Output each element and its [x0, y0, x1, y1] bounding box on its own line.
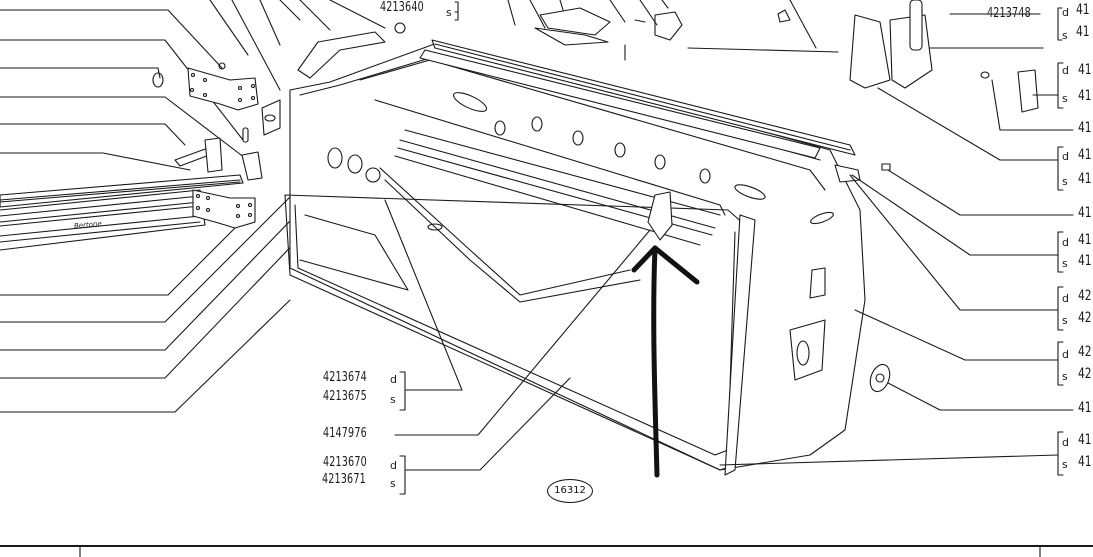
annotation-arrow	[634, 248, 697, 475]
part-label-truncated: 41	[1078, 147, 1092, 163]
part-label-4147976: 4147976	[323, 426, 367, 441]
part-label-truncated: 41	[1078, 253, 1092, 269]
part-label-truncated: 41	[1078, 171, 1092, 187]
side-code-s: s	[390, 393, 396, 406]
part-label-truncated: 42	[1078, 288, 1092, 304]
side-code-d: d	[1062, 292, 1069, 305]
small-fittings	[328, 148, 893, 394]
side-code-d: d	[1062, 64, 1069, 77]
side-code-s: s	[1062, 458, 1068, 471]
side-code-d: d	[390, 373, 397, 386]
part-label-4213670: 4213670	[323, 455, 367, 470]
side-code-d: d	[1062, 6, 1069, 19]
side-code-s: s	[390, 477, 396, 490]
side-code-s: s	[1062, 92, 1068, 105]
part-label-truncated: 42	[1078, 366, 1092, 382]
part-label-4213671: 4213671	[322, 472, 366, 487]
side-code-d: d	[390, 459, 397, 472]
part-label-truncated: 42	[1078, 344, 1092, 360]
side-code-s: s	[1062, 370, 1068, 383]
side-code-d: d	[1062, 436, 1069, 449]
right-brackets	[1058, 8, 1063, 475]
part-label-4213674: 4213674	[323, 370, 367, 385]
window-channel-rail	[420, 40, 855, 158]
side-code-s: s	[1062, 314, 1068, 327]
side-code-d: d	[1062, 348, 1069, 361]
part-label-truncated: 41	[1078, 120, 1092, 136]
part-label-truncated: 41	[1078, 62, 1092, 78]
part-label-truncated: 41	[1076, 2, 1090, 18]
part-label-4213640: 4213640	[380, 0, 424, 15]
side-code: s	[446, 6, 452, 19]
part-label-4213748: 4213748	[987, 6, 1031, 21]
part-label-truncated: 41	[1076, 24, 1090, 40]
center-top-leaders	[508, 0, 816, 48]
part-label-4213675: 4213675	[323, 389, 367, 404]
part-label-truncated: 42	[1078, 310, 1092, 326]
part-label-truncated: 41	[1078, 454, 1092, 470]
side-code-s: s	[1062, 29, 1068, 42]
center-brackets	[400, 2, 458, 494]
part-label-truncated: 41	[1078, 205, 1092, 221]
side-code-d: d	[1062, 150, 1069, 163]
trim-frame	[285, 195, 755, 475]
part-label-truncated: 41	[1078, 88, 1092, 104]
handle-parts	[535, 0, 1038, 182]
part-label-truncated: 41	[1078, 432, 1092, 448]
side-code-d: d	[1062, 236, 1069, 249]
right-leader-lines	[720, 14, 1073, 465]
figure-number-badge: 16312	[547, 479, 593, 503]
center-leaders	[385, 12, 650, 470]
hinge-lower	[193, 190, 255, 228]
side-code-s: s	[1062, 257, 1068, 270]
check-strap	[175, 100, 280, 180]
page-bottom-rule	[0, 546, 1093, 557]
sill-rail	[0, 175, 243, 250]
top-bracket	[298, 22, 406, 78]
part-label-truncated: 41	[1078, 232, 1092, 248]
side-code-s: s	[1062, 175, 1068, 188]
part-label-truncated: 41	[1078, 400, 1092, 416]
hinge-upper	[153, 62, 258, 110]
